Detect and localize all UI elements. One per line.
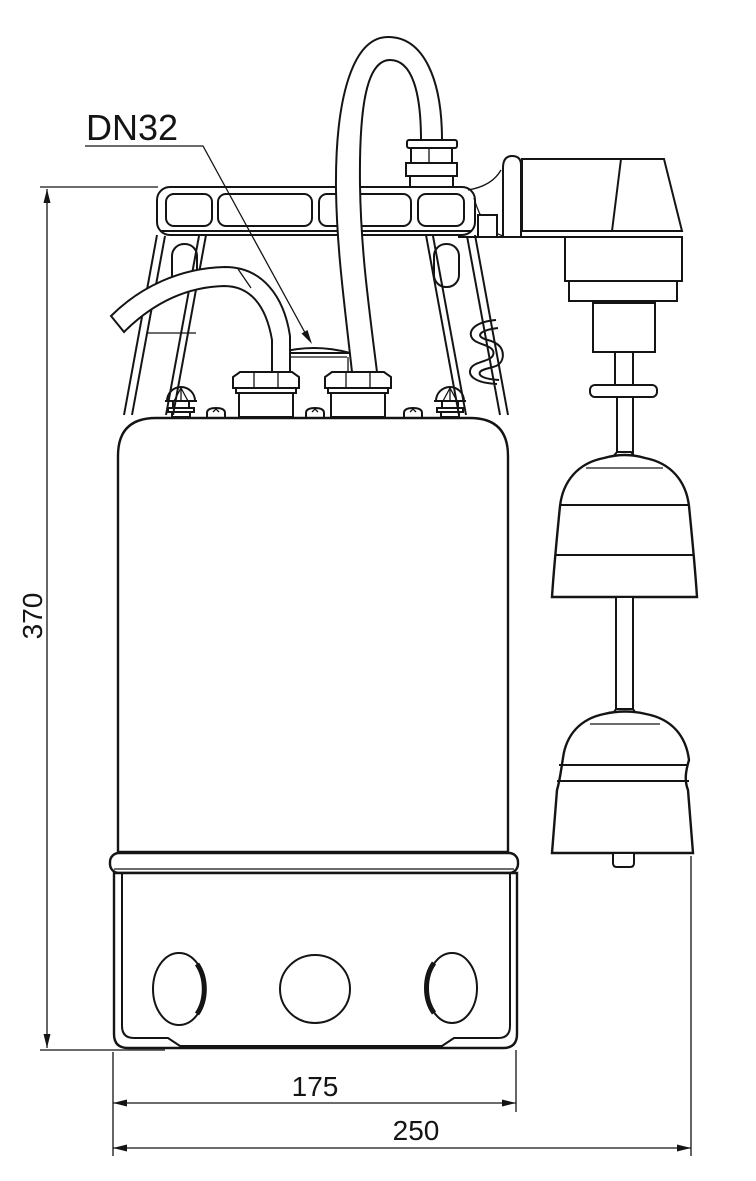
dimension-overall-width: 250 xyxy=(113,856,692,1156)
bracket-stem xyxy=(592,302,656,353)
float-rod-lower xyxy=(615,596,634,710)
base-hole-left xyxy=(152,952,207,1026)
port-label-leader: DN32 xyxy=(85,107,312,344)
screw-left xyxy=(165,386,197,418)
dimension-height: 370 xyxy=(17,186,165,1051)
bracket-rod xyxy=(614,351,634,389)
height-dimension-value: 370 xyxy=(17,593,48,640)
base-hole-center xyxy=(279,954,351,1024)
float-bottom-tab xyxy=(612,852,635,868)
overall-width-dimension-value: 250 xyxy=(393,1115,440,1146)
cable-hook xyxy=(469,319,504,385)
handle-cutout-2 xyxy=(217,193,313,227)
float-upper xyxy=(550,453,699,599)
cable-fitting-right xyxy=(324,371,392,418)
pump-body xyxy=(116,416,510,854)
float-switch xyxy=(550,396,699,868)
hose-elbow xyxy=(109,265,291,373)
base-width-dimension-value: 175 xyxy=(292,1071,339,1102)
float-bracket xyxy=(458,154,684,398)
dimension-base-width: 175 xyxy=(112,1050,517,1156)
hose-fitting-left xyxy=(232,371,300,418)
handle-cutout-4 xyxy=(417,193,465,227)
top-clips xyxy=(206,406,423,417)
handle-leg-right xyxy=(425,234,509,416)
float-lower xyxy=(550,710,695,868)
base-hole-right xyxy=(423,952,478,1024)
handle-cutout-1 xyxy=(165,193,213,227)
handle-slot-right xyxy=(433,243,460,288)
cable-gland xyxy=(405,139,458,188)
float-rod-upper xyxy=(616,396,634,454)
pump-base xyxy=(108,851,520,1050)
screw-right xyxy=(434,386,466,418)
handle-cutout-3 xyxy=(318,193,412,227)
float-collar xyxy=(589,384,658,398)
port-size-label: DN32 xyxy=(86,107,178,148)
carry-handle xyxy=(123,186,509,418)
handle-leg-left xyxy=(123,234,207,416)
